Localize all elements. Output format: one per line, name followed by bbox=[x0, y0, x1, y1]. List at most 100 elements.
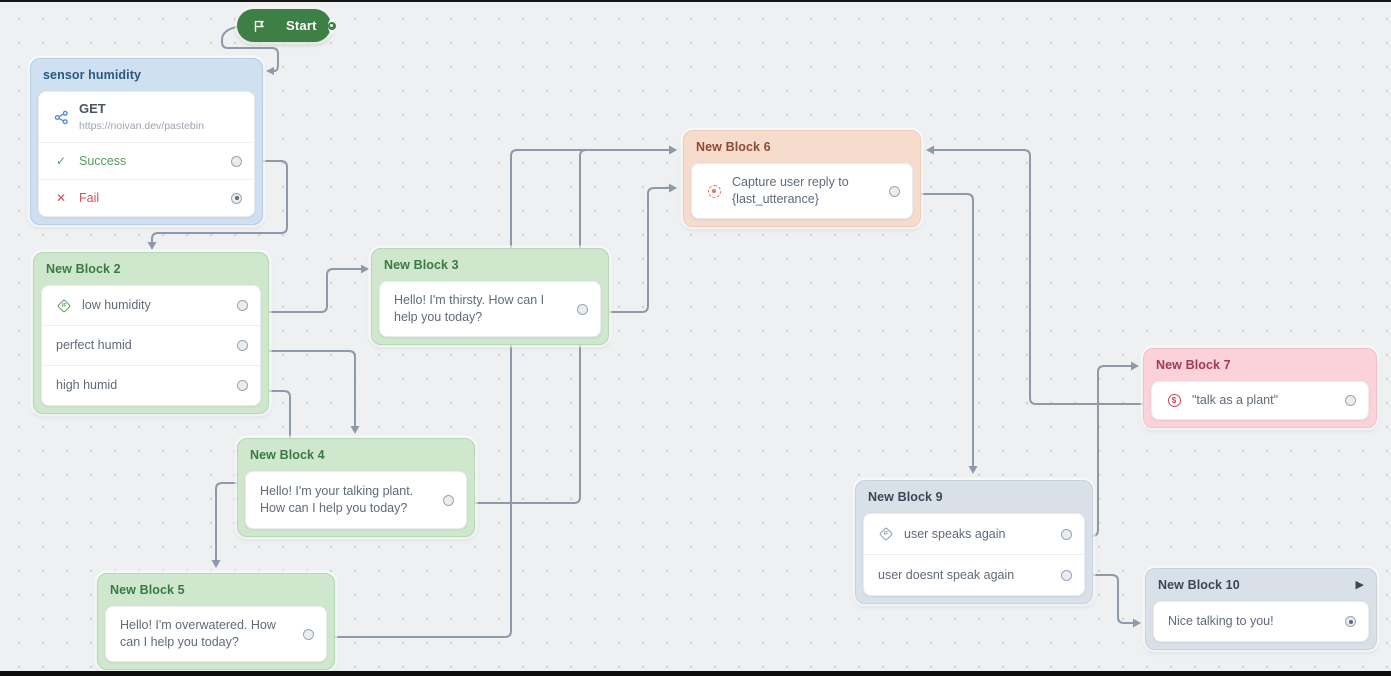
block-header[interactable]: New Block 5 bbox=[98, 574, 334, 606]
block-new-block-3[interactable]: New Block 3 Hello! I'm thirsty. How can I… bbox=[371, 248, 609, 345]
arrowhead-new-block-6-to-new-block-9 bbox=[968, 466, 978, 474]
item-label: "talk as a plant" bbox=[1192, 393, 1279, 408]
output-port[interactable] bbox=[1061, 569, 1072, 581]
block-item[interactable]: IF low humidity bbox=[42, 286, 260, 325]
block-new-block-9[interactable]: New Block 9 IF user speaks again user doesn… bbox=[855, 480, 1093, 604]
block-new-block-5[interactable]: New Block 5 Hello! I'm overwatered. How c… bbox=[97, 573, 335, 670]
block-item[interactable]: high humid bbox=[42, 365, 260, 405]
connector-edge-user-speaks-again-to-new-block-7[interactable] bbox=[1086, 365, 1131, 537]
connector-edge-new-block-7-to-new-block-6[interactable] bbox=[934, 149, 1357, 405]
start-port[interactable] bbox=[327, 18, 336, 33]
start-node[interactable]: Start bbox=[237, 9, 336, 42]
connector-edge-new-block-6-to-new-block-9[interactable] bbox=[914, 193, 974, 466]
block-new-block-7[interactable]: New Block 7 $ "talk as a plant" bbox=[1143, 348, 1377, 428]
block-header[interactable]: New Block 7 bbox=[1144, 349, 1376, 381]
block-item[interactable]: perfect humid bbox=[42, 325, 260, 365]
play-icon: ▶ bbox=[1355, 578, 1364, 591]
block-card: Hello! I'm overwatered. How can I help y… bbox=[105, 606, 327, 662]
api-url: https://noivan.dev/pastebin bbox=[79, 119, 204, 132]
output-port[interactable] bbox=[231, 155, 242, 167]
block-header[interactable]: New Block 4 bbox=[238, 439, 474, 471]
block-title: sensor humidity bbox=[43, 68, 142, 82]
api-icon bbox=[53, 110, 69, 125]
connector-edge-user-doesnt-speak-again-to-new-block-10[interactable] bbox=[1086, 574, 1133, 624]
flag-icon bbox=[251, 20, 267, 32]
block-item[interactable]: IF user speaks again bbox=[864, 514, 1084, 554]
start-label: Start bbox=[286, 18, 317, 33]
arrowhead-success-to-new-block-2 bbox=[147, 242, 157, 250]
block-card: Hello! I'm thirsty. How can I help you t… bbox=[379, 281, 601, 337]
block-title: New Block 2 bbox=[46, 262, 121, 276]
connector-edge-new-block-5-to-new-block-6[interactable] bbox=[328, 149, 669, 638]
block-header[interactable]: sensor humidity bbox=[31, 59, 262, 91]
block-item[interactable]: ✕ Fail bbox=[39, 179, 254, 216]
item-label: Capture user reply to {last_utterance} bbox=[732, 175, 849, 206]
item-label: Fail bbox=[79, 190, 100, 205]
connector-edge-low-humidity-to-new-block-3[interactable] bbox=[262, 268, 361, 313]
cross-icon: ✕ bbox=[55, 191, 67, 205]
block-title: New Block 7 bbox=[1156, 358, 1231, 372]
block-item[interactable]: user doesnt speak again bbox=[864, 554, 1084, 595]
block-card: Nice talking to you! bbox=[1153, 601, 1369, 642]
block-header[interactable]: New Block 9 bbox=[856, 481, 1092, 513]
arrowhead-user-speaks-again-to-new-block-7 bbox=[1131, 361, 1139, 371]
block-item[interactable]: Hello! I'm overwatered. How can I help y… bbox=[106, 607, 326, 661]
output-port[interactable] bbox=[889, 185, 900, 197]
block-header[interactable]: New Block 3 bbox=[372, 249, 608, 281]
block-item[interactable]: Capture user reply to {last_utterance} bbox=[692, 164, 912, 218]
block-title: New Block 5 bbox=[110, 583, 185, 597]
block-card: Capture user reply to {last_utterance} bbox=[691, 163, 913, 219]
block-new-block-2[interactable]: New Block 2 IF low humidity perfect humid hi… bbox=[33, 252, 269, 414]
output-port[interactable] bbox=[1061, 528, 1072, 540]
block-item[interactable]: Hello! I'm your talking plant. How can I… bbox=[246, 472, 466, 528]
item-label: Hello! I'm thirsty. How can I help you t… bbox=[394, 293, 545, 324]
arrowhead-new-block-7-to-new-block-6 bbox=[926, 145, 934, 155]
item-label: Nice talking to you! bbox=[1168, 614, 1274, 629]
arrowhead-low-humidity-to-new-block-3 bbox=[361, 264, 369, 274]
block-card: Hello! I'm your talking plant. How can I… bbox=[245, 471, 467, 529]
prompt-icon: $ bbox=[1166, 394, 1182, 407]
arrowhead-new-block-5-to-new-block-6 bbox=[669, 145, 677, 155]
block-title: New Block 9 bbox=[868, 490, 943, 504]
block-header[interactable]: New Block 2 bbox=[34, 253, 268, 285]
output-port[interactable] bbox=[231, 192, 242, 204]
output-port[interactable] bbox=[237, 300, 248, 311]
block-card: IF user speaks again user doesnt speak aga… bbox=[863, 513, 1085, 596]
block-new-block-4[interactable]: New Block 4 Hello! I'm your talking plant… bbox=[237, 438, 475, 537]
item-label: Hello! I'm your talking plant. How can I… bbox=[260, 484, 414, 515]
if-icon: IF bbox=[878, 526, 894, 542]
output-port[interactable] bbox=[443, 494, 454, 506]
block-title: New Block 3 bbox=[384, 258, 459, 272]
connector-edge-start-to-sensor-humidity[interactable] bbox=[221, 26, 279, 72]
block-item[interactable]: $ "talk as a plant" bbox=[1152, 382, 1368, 419]
block-new-block-10[interactable]: New Block 10▶ Nice talking to you! bbox=[1145, 568, 1377, 650]
block-header[interactable]: New Block 6 bbox=[684, 131, 920, 163]
block-new-block-6[interactable]: New Block 6 Capture user reply to {last_u… bbox=[683, 130, 921, 227]
arrowhead-perfect-humid-to-new-block-4 bbox=[350, 426, 360, 434]
connector-edge-success-to-new-block-2[interactable] bbox=[151, 160, 288, 242]
if-icon: IF bbox=[56, 298, 72, 313]
block-item[interactable]: ✓Success bbox=[39, 142, 254, 179]
output-port[interactable] bbox=[237, 340, 248, 351]
output-port[interactable] bbox=[1345, 395, 1356, 406]
arrowhead-user-doesnt-speak-again-to-new-block-10 bbox=[1133, 618, 1141, 628]
connector-edge-perfect-humid-to-new-block-4[interactable] bbox=[262, 350, 356, 426]
block-header[interactable]: New Block 10▶ bbox=[1146, 569, 1376, 601]
block-item[interactable]: Hello! I'm thirsty. How can I help you t… bbox=[380, 282, 600, 336]
item-label: user speaks again bbox=[904, 526, 1006, 541]
item-label: high humid bbox=[56, 378, 118, 393]
block-title: New Block 4 bbox=[250, 448, 325, 462]
block-item[interactable]: Nice talking to you! bbox=[1154, 602, 1368, 641]
output-port[interactable] bbox=[303, 628, 314, 640]
connector-edge-new-block-3-to-new-block-6-item[interactable] bbox=[602, 187, 669, 313]
output-port[interactable] bbox=[577, 303, 588, 315]
item-label: low humidity bbox=[82, 298, 151, 313]
block-title: New Block 6 bbox=[696, 140, 771, 154]
output-port[interactable] bbox=[237, 380, 248, 391]
output-port[interactable] bbox=[1345, 616, 1356, 627]
